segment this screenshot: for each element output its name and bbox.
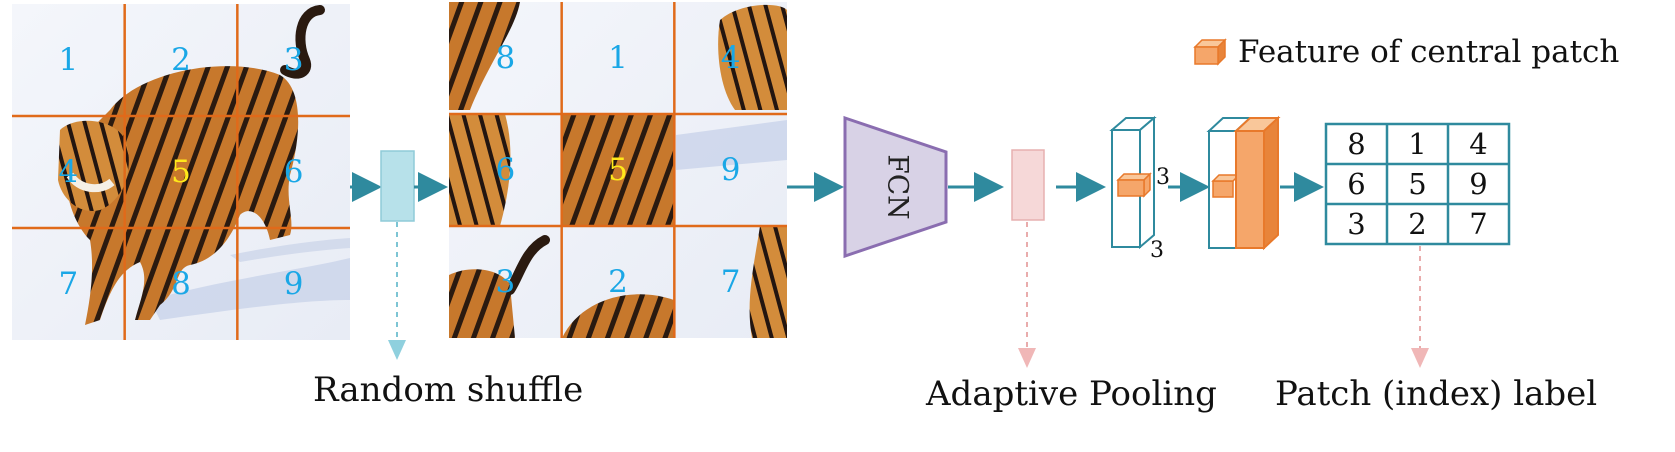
patch-number: 5 xyxy=(608,152,628,188)
caption-random-shuffle: Random shuffle xyxy=(313,370,584,410)
tiger-patch xyxy=(749,226,787,338)
arrow-head xyxy=(388,340,406,360)
matrix-cell: 8 xyxy=(1347,127,1365,161)
patch-number: 1 xyxy=(58,42,78,78)
caption-adaptive-pooling: Adaptive Pooling xyxy=(926,374,1217,414)
matrix-cell: 3 xyxy=(1347,207,1365,241)
fcn-label: FCN xyxy=(882,154,915,219)
arrow-head xyxy=(1018,348,1036,368)
tiger-patch xyxy=(562,114,674,226)
patch-number: 8 xyxy=(171,266,191,302)
patch-number: 9 xyxy=(284,266,304,302)
tiger-patch xyxy=(562,294,674,338)
fcn-block xyxy=(843,115,948,259)
legend-text: Feature of central patch xyxy=(1238,34,1620,70)
patch-number: 6 xyxy=(495,152,515,188)
tiger-patch xyxy=(449,269,515,338)
matrix-cell: 2 xyxy=(1408,207,1426,241)
matrix-cell: 4 xyxy=(1469,127,1487,161)
matrix-cell: 5 xyxy=(1408,167,1426,201)
legend-cube-icon xyxy=(1193,38,1227,66)
patch-number: 6 xyxy=(284,154,304,190)
shuffle-block xyxy=(380,150,415,222)
tiger-patch xyxy=(449,2,520,110)
tiger-patch xyxy=(718,4,787,111)
patch-number: 1 xyxy=(608,40,628,76)
original-grid: 1 2 3 4 5 6 7 8 9 xyxy=(12,4,350,340)
label-matrix: 8 1 4 6 5 9 3 2 7 xyxy=(1324,122,1511,246)
patch-number: 2 xyxy=(608,264,628,300)
legend: Feature of central patch xyxy=(1192,34,1619,70)
patch-number: 3 xyxy=(284,42,304,78)
patch-number: 7 xyxy=(58,266,78,302)
shuffled-image xyxy=(449,2,787,338)
patch-number: 9 xyxy=(721,152,741,188)
patch-number: 5 xyxy=(171,154,191,190)
matrix-cell: 6 xyxy=(1347,167,1365,201)
patch-number: 8 xyxy=(495,40,515,76)
feature-volume xyxy=(1109,115,1157,250)
shuffled-grid: 8 1 4 6 5 9 3 2 7 xyxy=(449,2,787,338)
extracted-feature xyxy=(1206,115,1281,251)
patch-number: 4 xyxy=(721,40,741,76)
matrix-frame xyxy=(1324,122,1511,246)
patch-number: 7 xyxy=(721,264,741,300)
feature-dim-side: 3 xyxy=(1156,165,1170,190)
patch-number: 2 xyxy=(171,42,191,78)
matrix-cell: 1 xyxy=(1408,127,1426,161)
patch-number: 4 xyxy=(58,154,78,190)
tiger-patch xyxy=(449,114,511,226)
matrix-cell: 7 xyxy=(1469,207,1487,241)
matrix-cell: 9 xyxy=(1469,167,1487,201)
pooling-block xyxy=(1011,149,1045,221)
feature-dim-bottom: 3 xyxy=(1150,238,1164,263)
patch-number: 3 xyxy=(495,264,515,300)
caption-patch-label: Patch (index) label xyxy=(1275,374,1598,414)
arrow-head xyxy=(1411,348,1429,368)
